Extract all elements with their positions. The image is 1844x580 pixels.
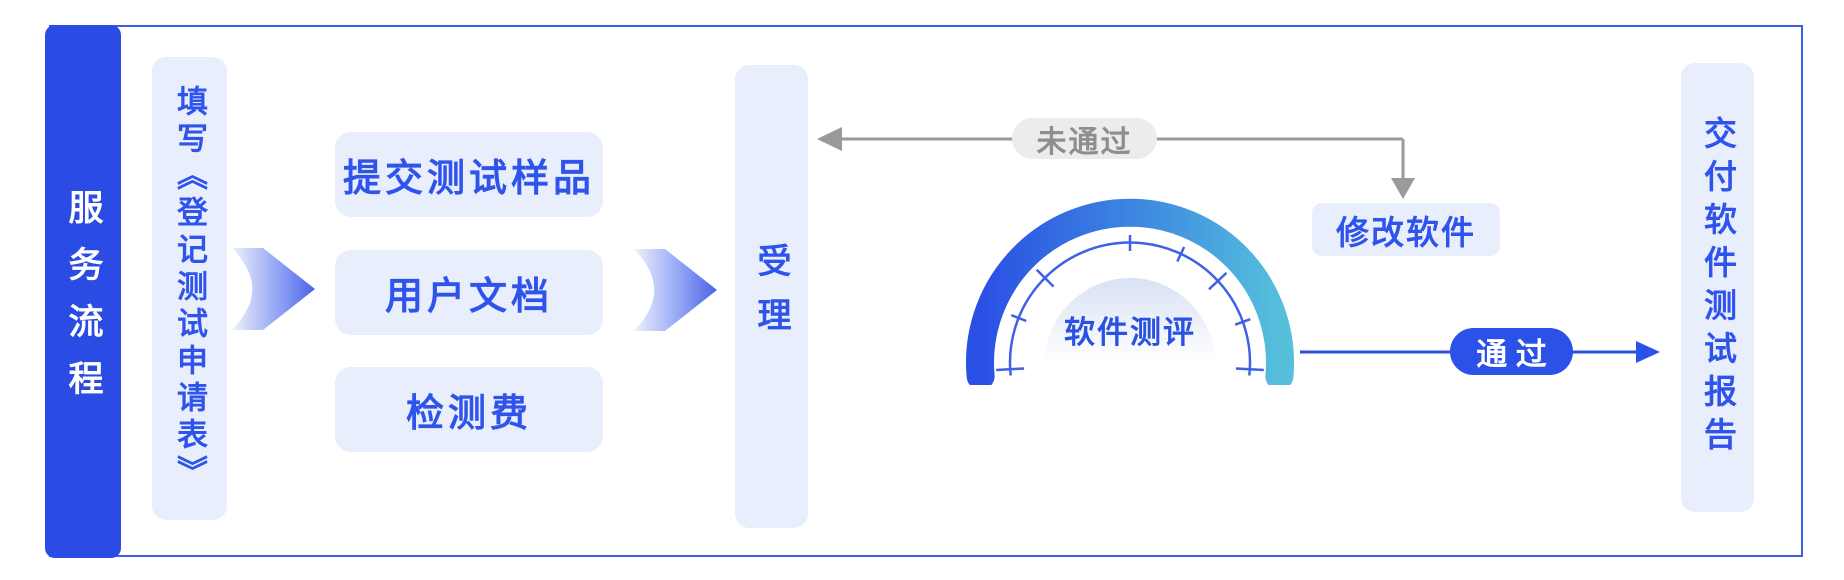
gauge-label: 软件测评: [1064, 315, 1196, 350]
step-apply-box: 填写《登记测试申请表》: [152, 57, 227, 520]
pass-badge-label: 通 过: [1476, 337, 1547, 372]
step-accept-box: 受理: [735, 65, 808, 528]
chevron-right-icon: [634, 249, 717, 331]
step-deliver-label: 交付软件测试报告: [1699, 115, 1737, 460]
material-sample-label: 提交测试样品: [342, 158, 595, 200]
chevron-right-icon: [232, 248, 315, 330]
pass-badge: 通 过: [1450, 328, 1573, 375]
step-modify-box: 修改软件: [1312, 203, 1500, 256]
material-box-docs: 用户文档: [335, 250, 603, 335]
sidebar-title-label: 服务流程: [63, 188, 103, 417]
material-docs-label: 用户文档: [384, 276, 553, 318]
sidebar-title-bar: 服务流程: [45, 25, 121, 558]
step-apply-label: 填写《登记测试申请表》: [172, 85, 207, 492]
step-modify-label: 修改软件: [1336, 213, 1476, 251]
material-box-fee: 检测费: [335, 367, 603, 452]
step-accept-label: 受理: [752, 242, 790, 351]
step-deliver-box: 交付软件测试报告: [1681, 63, 1754, 512]
material-box-sample: 提交测试样品: [335, 132, 603, 217]
material-fee-label: 检测费: [405, 393, 532, 435]
fail-badge-label: 未通过: [1036, 125, 1133, 159]
fail-badge: 未通过: [1012, 118, 1157, 159]
gauge-icon: [966, 198, 1294, 385]
